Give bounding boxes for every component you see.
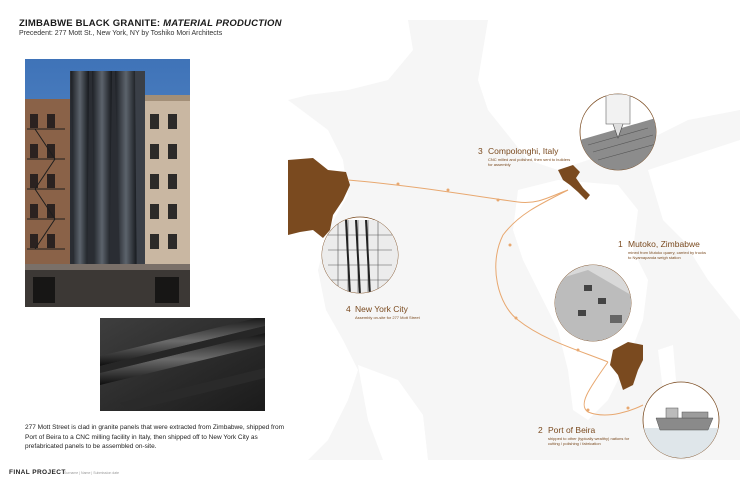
page-title: ZIMBABWE BLACK GRANITE: MATERIAL PRODUCT…	[19, 18, 282, 29]
footer-subtext: Surname | Name | Submission date	[64, 471, 120, 475]
zimbabwe-region	[610, 342, 643, 390]
zimbabwe-quarry-vignette	[554, 264, 632, 342]
location-2-label: 2 Port of Beira shipped to other (typica…	[538, 425, 630, 446]
loc3-num: 3	[478, 146, 483, 156]
title-main: ZIMBABWE BLACK GRANITE:	[19, 18, 164, 29]
location-1-label: 1 Mutoko, Zimbabwe mined from Mutoko qua…	[618, 239, 706, 260]
loc2-name: Port of Beira	[548, 425, 596, 435]
loc4-desc: Assembly on-site for 277 Mott Street	[355, 315, 421, 320]
loc2-desc-2: cutting / polishing / fabrication	[548, 441, 601, 446]
granite-panels-photo	[100, 318, 265, 411]
loc1-desc-2: to Nyamapanda weigh station	[628, 255, 681, 260]
shipping-route	[347, 179, 644, 416]
italy-cnc-vignette	[579, 93, 657, 171]
loc3-name: Compolonghi, Italy	[488, 146, 559, 156]
world-map: 4 New York City Assembly on-site for 277…	[288, 20, 740, 460]
loc4-num: 4	[346, 304, 351, 314]
loc3-desc-2: for assembly	[488, 162, 511, 167]
location-4-label: 4 New York City Assembly on-site for 277…	[346, 304, 421, 320]
title-italic: MATERIAL PRODUCTION	[163, 18, 282, 29]
route-markers	[396, 182, 630, 412]
page-subtitle: Precedent: 277 Mott St., New York, NY by…	[19, 30, 223, 37]
loc1-desc-1: mined from Mutoko quarry, carried by tru…	[628, 250, 706, 255]
italy-region	[558, 165, 590, 200]
nyc-vignette	[321, 216, 399, 294]
loc2-num: 2	[538, 425, 543, 435]
loc2-desc-1: shipped to other (typically wealthy) nat…	[548, 436, 630, 441]
loc1-num: 1	[618, 239, 623, 249]
loc4-name: New York City	[355, 304, 409, 314]
footer-label: FINAL PROJECT	[9, 469, 66, 476]
beira-ship-vignette	[642, 381, 720, 459]
building-photo	[25, 59, 190, 307]
usa-east-region	[288, 158, 350, 238]
location-3-label: 3 Compolonghi, Italy CNC milled and poli…	[478, 146, 570, 167]
loc1-name: Mutoko, Zimbabwe	[628, 239, 700, 249]
description-text: 277 Mott Street is clad in granite panel…	[25, 424, 285, 450]
loc3-desc-1: CNC milled and polished, then sent to bu…	[488, 157, 570, 162]
